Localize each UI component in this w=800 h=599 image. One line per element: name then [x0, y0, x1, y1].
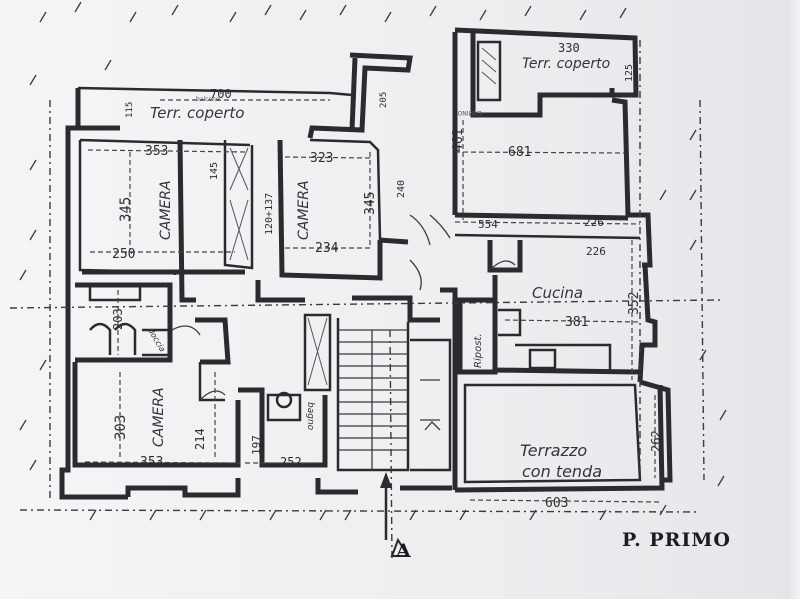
dimension-lines	[9, 40, 721, 561]
dim-234: 234	[315, 241, 339, 256]
dim-603: 603	[545, 496, 568, 511]
dim-226-a: 226	[584, 216, 604, 229]
label-camera-bottom: CAMERA	[151, 387, 167, 447]
label-cucina: Cucina	[532, 284, 583, 302]
label-con-tenda: con tenda	[522, 462, 602, 481]
label-terr-coperto-left: Terr. coperto	[150, 104, 244, 122]
dim-554: 554	[478, 218, 498, 231]
walls	[59, 27, 673, 500]
label-camera-top-left: CAMERA	[158, 180, 174, 240]
dim-226-b: 226	[586, 245, 606, 258]
section-arrow	[380, 472, 410, 557]
plan-title: P. PRIMO	[622, 529, 731, 551]
dim-214: 214	[193, 428, 207, 450]
dim-120-137: 120+137	[264, 193, 275, 235]
section-marker-label: A	[395, 540, 412, 562]
dim-330: 330	[558, 41, 580, 55]
dim-345-left: 345	[118, 197, 134, 222]
dimension-values: 700 330 125 353 323 461 681 345 345 145 …	[111, 41, 663, 511]
dim-323: 323	[310, 151, 333, 166]
dim-145: 145	[209, 162, 220, 180]
label-terrazzo: Terrazzo	[520, 441, 587, 460]
label-bagno: bagno	[305, 402, 315, 431]
dim-250: 250	[112, 247, 135, 262]
dim-353-top: 353	[145, 144, 168, 159]
paper-edge	[786, 0, 800, 599]
dim-203: 203	[111, 308, 125, 330]
room-labels: Terr. coperto balcone Terr. coperto CAMI…	[146, 56, 610, 481]
dim-381: 381	[565, 315, 588, 330]
dim-197: 197	[250, 435, 263, 455]
dim-205: 205	[379, 92, 389, 108]
label-balcone: balcone	[196, 96, 220, 103]
label-camino: CAMINO	[457, 109, 482, 116]
dim-700: 700	[210, 87, 232, 101]
dim-240: 240	[396, 180, 407, 198]
dim-681: 681	[508, 145, 531, 160]
label-terr-coperto-right: Terr. coperto	[522, 56, 610, 72]
dim-461: 461	[451, 129, 466, 152]
dim-125: 125	[624, 64, 635, 82]
dim-345-mid: 345	[363, 192, 378, 215]
dim-352: 352	[627, 292, 642, 315]
top-tick-marks	[19, 1, 727, 521]
dim-353-bottom: 353	[140, 455, 163, 470]
dim-115: 115	[125, 102, 135, 118]
dim-303: 303	[113, 415, 129, 440]
label-ripost: Ripost.	[473, 333, 484, 368]
label-camera-top-mid: CAMERA	[296, 180, 312, 240]
dim-252: 252	[280, 455, 302, 469]
dim-262: 262	[649, 430, 663, 452]
